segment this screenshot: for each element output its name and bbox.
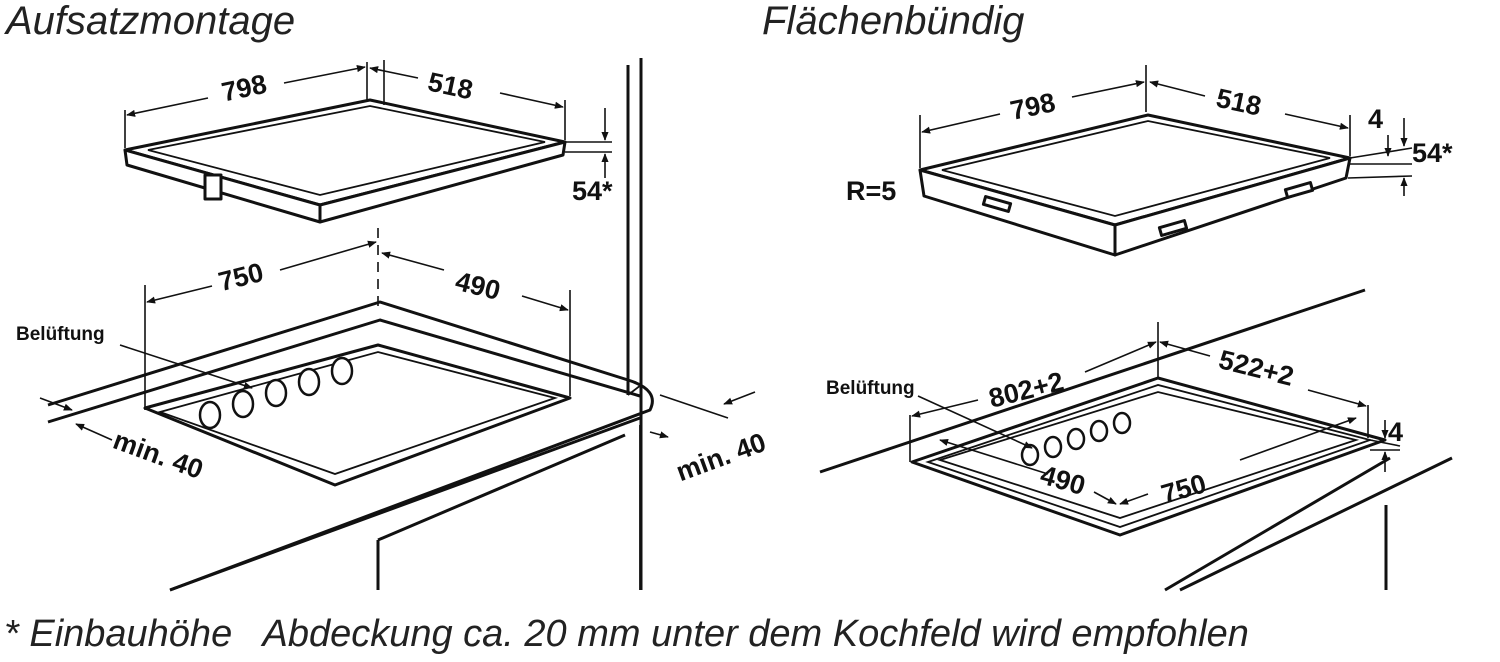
flush-width-label: 798 bbox=[1008, 87, 1058, 126]
footer-note: * Einbauhöhe Abdeckung ca. 20 mm unter d… bbox=[4, 613, 1249, 655]
flush-depth-label: 518 bbox=[1214, 83, 1264, 122]
surface-dimension-lines bbox=[39, 62, 756, 441]
flush-recess-height-label: 4 bbox=[1388, 417, 1403, 447]
surface-cutout bbox=[143, 343, 572, 487]
flush-height-label: 54* bbox=[1412, 138, 1453, 168]
flush-mount-drawing: 798 518 4 54* R=5 802+2 522+2 4 Belüftun… bbox=[819, 65, 1453, 592]
surface-ventilation-label: Belüftung bbox=[16, 324, 105, 345]
flush-recess-width-label: 802+2 bbox=[986, 366, 1067, 413]
surface-height-label: 54* bbox=[572, 176, 613, 206]
surface-countertop bbox=[47, 300, 654, 592]
surface-cooktop bbox=[123, 98, 567, 224]
flush-ventilation-label: Belüftung bbox=[826, 378, 915, 399]
surface-min-front-label: min. 40 bbox=[109, 425, 207, 485]
surface-width-label: 798 bbox=[219, 69, 269, 108]
surface-min-side-label: min. 40 bbox=[672, 427, 770, 487]
flush-corner-radius-label: R=5 bbox=[846, 176, 896, 206]
flush-recess bbox=[910, 376, 1387, 537]
surface-cutout-depth-label: 490 bbox=[452, 266, 503, 306]
heading-surface-mount: Aufsatzmontage bbox=[4, 0, 295, 43]
flush-countertop bbox=[819, 288, 1453, 592]
surface-depth-label: 518 bbox=[425, 67, 475, 106]
surface-cutout-width-label: 750 bbox=[215, 257, 266, 297]
heading-flush-mount: Flächenbündig bbox=[762, 0, 1024, 43]
flush-recess-depth-label: 522+2 bbox=[1216, 344, 1297, 391]
ventilation-holes bbox=[198, 356, 354, 430]
flush-dimension-lines bbox=[909, 65, 1413, 505]
surface-mount-drawing: 798 518 54* 750 490 Belüftung min. 40 mi… bbox=[16, 58, 770, 592]
flush-cooktop bbox=[918, 113, 1352, 257]
flush-rim-height-label: 4 bbox=[1368, 104, 1383, 134]
flush-ventilation-holes bbox=[1020, 411, 1132, 467]
